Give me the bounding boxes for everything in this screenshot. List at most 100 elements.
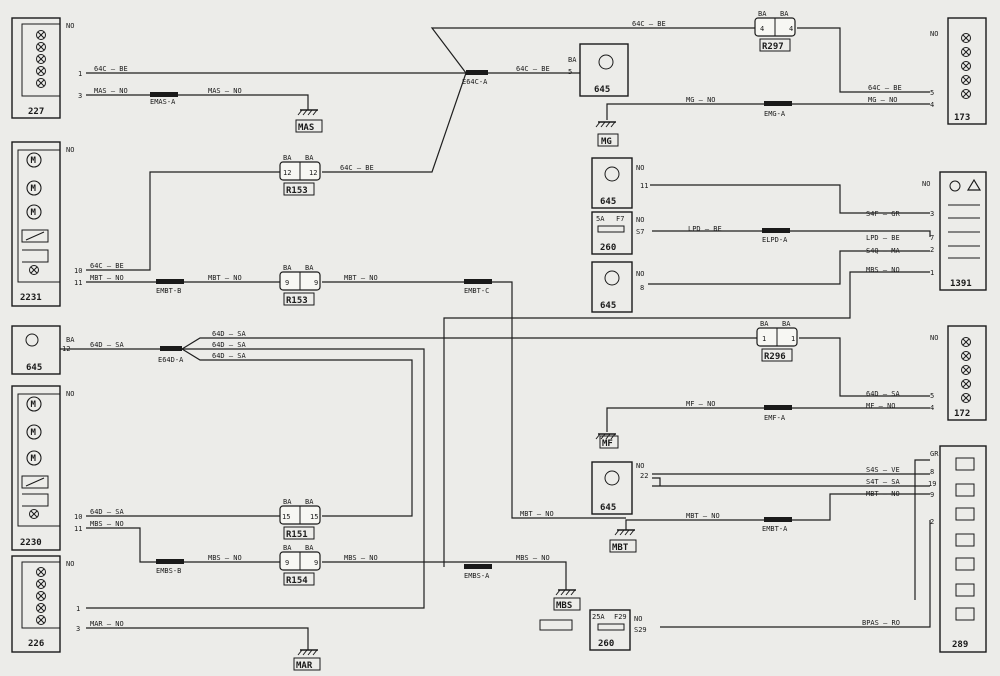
svg-text:64D — SA: 64D — SA <box>212 352 247 360</box>
svg-text:10: 10 <box>74 267 82 275</box>
svg-text:MBS — NO: MBS — NO <box>516 554 550 562</box>
svg-text:3: 3 <box>78 92 82 100</box>
svg-text:NO: NO <box>930 30 938 38</box>
svg-text:MF — NO: MF — NO <box>686 400 716 408</box>
relay-r297: BA BA 4 4 R297 <box>754 10 796 52</box>
ground-mas: MAS <box>295 109 323 133</box>
svg-text:22: 22 <box>640 472 648 480</box>
svg-text:BA: BA <box>780 10 789 18</box>
svg-text:64C — BE: 64C — BE <box>868 84 902 92</box>
svg-text:EMG-A: EMG-A <box>764 110 786 118</box>
svg-text:260: 260 <box>600 243 616 253</box>
svg-text:BA: BA <box>283 154 292 162</box>
svg-text:MG: MG <box>601 137 612 147</box>
splice-embt-b: EMBT-B MBT — NO <box>156 274 242 295</box>
svg-text:3: 3 <box>76 625 80 633</box>
svg-text:BA: BA <box>283 544 292 552</box>
svg-text:12: 12 <box>283 169 291 177</box>
svg-text:64C — BE: 64C — BE <box>90 262 124 270</box>
svg-text:1: 1 <box>930 269 934 277</box>
svg-text:9: 9 <box>285 279 289 287</box>
svg-text:MBS — NO: MBS — NO <box>90 520 124 528</box>
svg-text:MAS — NO: MAS — NO <box>208 87 242 95</box>
svg-text:4: 4 <box>930 101 934 109</box>
component-645-top: 645 BA 5 <box>568 43 629 97</box>
svg-text:64C — BE: 64C — BE <box>632 20 666 28</box>
svg-text:9: 9 <box>285 559 289 567</box>
svg-text:S4F — GR: S4F — GR <box>866 210 901 218</box>
svg-text:S29: S29 <box>634 626 647 634</box>
svg-text:4: 4 <box>930 404 934 412</box>
svg-text:NO: NO <box>636 270 644 278</box>
svg-text:645: 645 <box>26 363 42 373</box>
splice-e64c-a: E64C-A 64C — BE 64C — BE <box>462 20 666 86</box>
svg-text:MBT — NO: MBT — NO <box>344 274 378 282</box>
svg-text:2230: 2230 <box>20 538 42 548</box>
svg-text:12: 12 <box>309 169 317 177</box>
component-260-bottom: 25A F29 260 NO S29 <box>539 609 647 651</box>
svg-text:EMBT-B: EMBT-B <box>156 287 181 295</box>
svg-text:1: 1 <box>791 335 795 343</box>
svg-text:GR: GR <box>930 450 939 458</box>
svg-text:11: 11 <box>74 279 82 287</box>
relay-r296: BA BA 1 1 R296 <box>756 320 798 362</box>
svg-text:11: 11 <box>74 525 82 533</box>
svg-text:260: 260 <box>598 639 614 649</box>
svg-text:1: 1 <box>762 335 766 343</box>
component-289: 289 GR 8 19 9 2 S4S — VE S4T — SA MBT — … <box>862 445 987 653</box>
svg-text:8: 8 <box>640 284 644 292</box>
component-645-mid: 645 NO 8 <box>591 261 644 313</box>
svg-text:5A: 5A <box>596 215 605 223</box>
svg-text:R154: R154 <box>286 576 308 586</box>
svg-text:EMAS-A: EMAS-A <box>150 98 176 106</box>
svg-text:MBT — NO: MBT — NO <box>90 274 124 282</box>
svg-text:5: 5 <box>930 392 934 400</box>
svg-text:BA: BA <box>305 264 314 272</box>
svg-text:MBT — NO: MBT — NO <box>208 274 242 282</box>
component-227: 227 NO 1 3 64C — BE MAS — NO <box>11 17 128 119</box>
svg-text:12: 12 <box>62 345 70 353</box>
svg-text:NO: NO <box>636 164 644 172</box>
component-645-left: 645 BA 12 64D — SA <box>11 325 125 375</box>
svg-text:4: 4 <box>789 25 793 33</box>
svg-text:4: 4 <box>760 25 764 33</box>
svg-text:BA: BA <box>283 264 292 272</box>
svg-text:64D — SA: 64D — SA <box>90 341 125 349</box>
svg-text:R297: R297 <box>762 42 784 52</box>
splice-embt-a: EMBT-A <box>762 517 792 533</box>
component-2230: 2230 NO 10 11 64D — SA MBS — NO <box>11 385 125 551</box>
svg-text:9: 9 <box>930 491 934 499</box>
svg-text:173: 173 <box>954 113 970 123</box>
component-226: 226 NO 1 3 MAR — NO <box>11 555 124 653</box>
svg-text:NO: NO <box>634 615 642 623</box>
splice-emg-a: EMG-A <box>764 101 792 118</box>
svg-text:MBT — NO: MBT — NO <box>686 512 720 520</box>
splice-emf-a: EMF-A <box>764 405 792 422</box>
svg-text:S4S — VE: S4S — VE <box>866 466 900 474</box>
svg-text:645: 645 <box>600 503 616 513</box>
component-1391: 1391 NO 3 7 2 1 S4F — GR LPD — BE S4Q — … <box>866 171 987 291</box>
svg-text:19: 19 <box>928 480 936 488</box>
svg-text:BA: BA <box>760 320 769 328</box>
svg-text:NO: NO <box>66 22 74 30</box>
svg-text:5: 5 <box>930 89 934 97</box>
svg-text:BA: BA <box>568 56 577 64</box>
svg-text:BA: BA <box>305 498 314 506</box>
svg-text:172: 172 <box>954 409 970 419</box>
svg-text:NO: NO <box>66 390 74 398</box>
svg-text:227: 227 <box>28 107 44 117</box>
relay-r154: BA BA 9 9 R154 MBS — NO <box>279 544 378 586</box>
svg-text:11: 11 <box>640 182 648 190</box>
svg-text:E64D-A: E64D-A <box>158 356 184 364</box>
svg-text:3: 3 <box>930 210 934 218</box>
svg-text:NO: NO <box>922 180 930 188</box>
svg-text:1391: 1391 <box>950 279 972 289</box>
ground-mg: MG MG — NO <box>595 96 716 147</box>
svg-text:EMBS-A: EMBS-A <box>464 572 490 580</box>
svg-text:2231: 2231 <box>20 293 42 303</box>
ground-mf: MF MF — NO <box>595 400 716 449</box>
splice-elpd-a: ELPD-A <box>762 228 790 244</box>
svg-text:MAS — NO: MAS — NO <box>94 87 128 95</box>
svg-text:MF: MF <box>602 439 613 449</box>
